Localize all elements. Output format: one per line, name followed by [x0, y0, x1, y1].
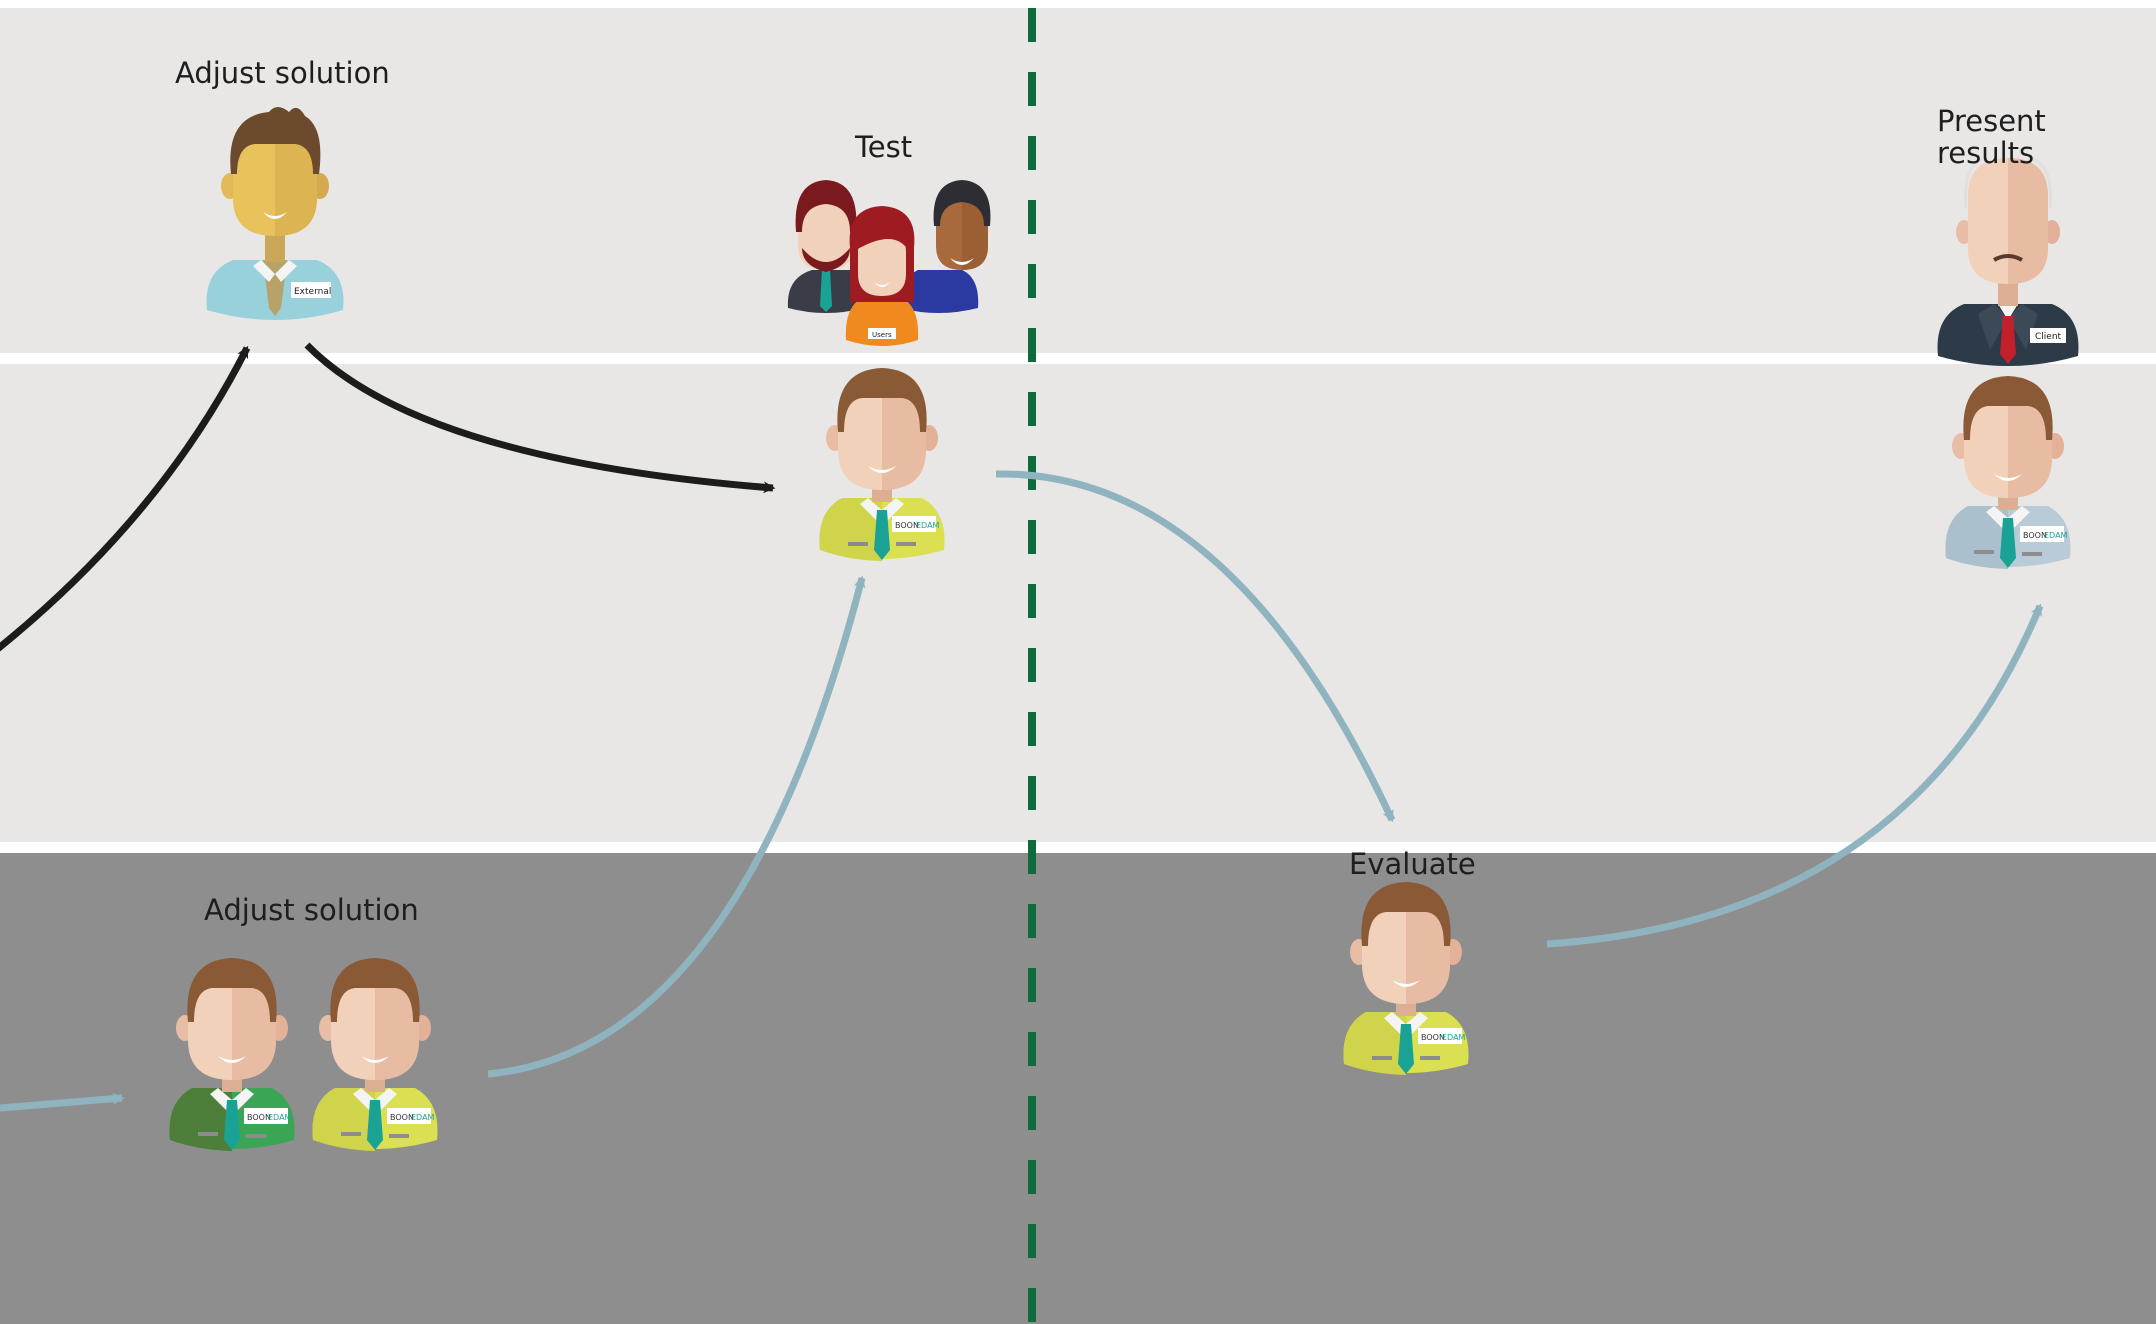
external-badge: External [294, 287, 331, 297]
bottom-team-green-avatar [169, 958, 295, 1151]
arrow-to-bottom-team [0, 1092, 125, 1112]
adjust-solution-top-label: Adjust solution [175, 56, 390, 90]
lane-top [0, 0, 2156, 8]
boon-employee-avatar [819, 368, 945, 561]
lane-middle [0, 364, 2156, 842]
evaluate-employee-avatar [1343, 882, 1469, 1075]
arrow-test-to-evaluate [995, 470, 1396, 823]
client-badge: Client [2035, 332, 2062, 342]
lane-divider [0, 353, 2156, 364]
bottom-team-yellow-avatar [312, 958, 438, 1151]
arrow-to-external [0, 345, 251, 652]
arrow-external-to-test [304, 342, 776, 494]
evaluate-label: Evaluate [1349, 847, 1476, 881]
present-results-label: Present results [1937, 104, 2046, 170]
lane-divider [0, 842, 2156, 853]
boon-manager-avatar [1945, 376, 2071, 569]
users-group-avatar: Users [787, 180, 991, 346]
adjust-solution-bottom-label: Adjust solution [204, 893, 419, 927]
lane-top [0, 8, 2156, 353]
users-badge: Users [872, 331, 892, 339]
arrow-evaluate-to-present [1546, 603, 2044, 948]
client-avatar: Client [1937, 156, 2079, 366]
test-label: Test [855, 130, 913, 164]
external-consultant-avatar: External [206, 107, 344, 320]
arrow-bottom-to-test [487, 575, 866, 1078]
